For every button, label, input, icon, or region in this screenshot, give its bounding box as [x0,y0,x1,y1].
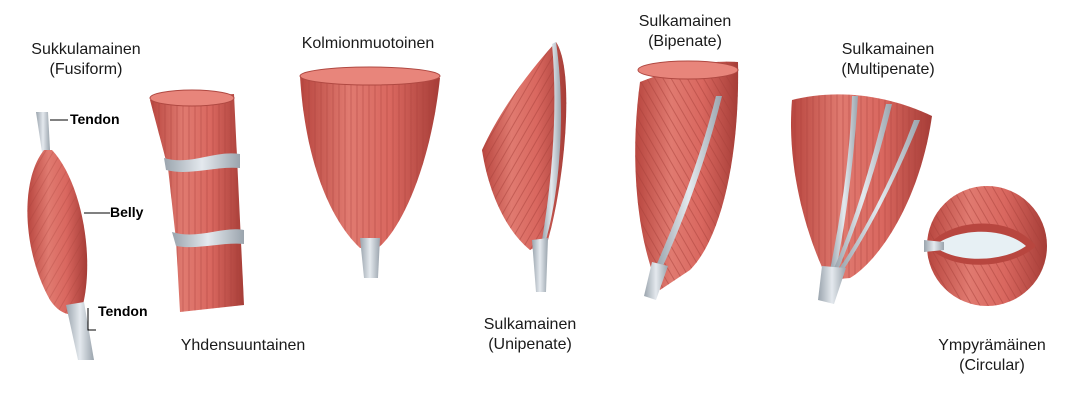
fusiform-label-line1: Sukkulamainen [6,40,166,60]
multipennate-muscle [791,94,932,304]
unipennate-label-line1: Sulkamainen [460,315,600,335]
fusiform-top-tendon [36,112,50,152]
belly-annotation: Belly [110,204,143,220]
circular-label-line2: (Circular) [922,356,1062,376]
fusiform-bottom-tendon [66,302,94,360]
parallel-label-line1: Yhdensuuntainen [168,336,318,356]
convergent-label: Kolmionmuotoinen [288,34,448,54]
bipennate-muscle [635,61,738,300]
convergent-muscle [300,67,440,278]
circular-muscle [924,186,1047,306]
bipennate-label: Sulkamainen (Bipenate) [620,12,750,52]
fusiform-label: Sukkulamainen (Fusiform) [6,40,166,80]
tendon-bottom-annotation: Tendon [98,303,148,319]
multipennate-label-line2: (Multipenate) [818,60,958,80]
circular-label-line1: Ympyrämäinen [922,336,1062,356]
convergent-label-line1: Kolmionmuotoinen [288,34,448,54]
parallel-label: Yhdensuuntainen [168,336,318,356]
multipennate-label: Sulkamainen (Multipenate) [818,40,958,80]
tendon-top-annotation: Tendon [70,111,120,127]
unipennate-label: Sulkamainen (Unipenate) [460,315,600,355]
unipennate-label-line2: (Unipenate) [460,335,600,355]
parallel-muscle [150,90,244,312]
circular-label: Ympyrämäinen (Circular) [922,336,1062,376]
bipennate-label-line2: (Bipenate) [620,32,750,52]
multipennate-label-line1: Sulkamainen [818,40,958,60]
fusiform-muscle [27,112,110,360]
fusiform-label-line2: (Fusiform) [6,60,166,80]
unipennate-muscle [482,42,566,292]
bipennate-label-line1: Sulkamainen [620,12,750,32]
